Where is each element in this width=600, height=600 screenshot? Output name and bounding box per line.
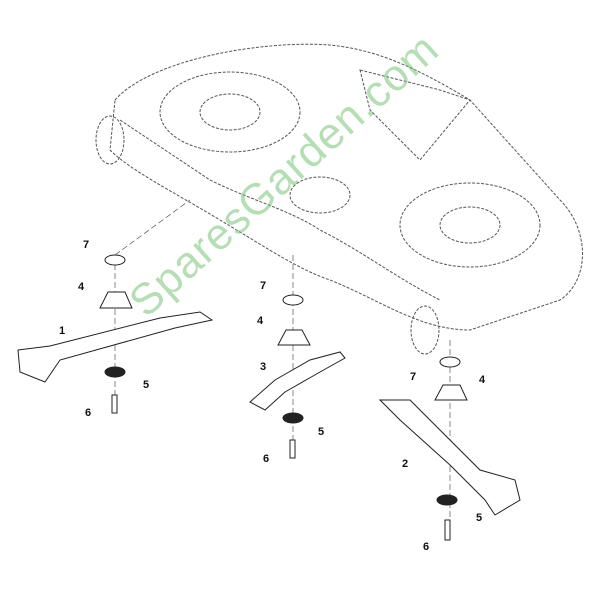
callout-right-spring-washer: 5 xyxy=(476,512,483,524)
callout-center-hub: 4 xyxy=(257,315,264,327)
bolt-icon xyxy=(444,519,451,541)
callout-left-blade: 1 xyxy=(59,325,66,337)
callout-center-spring-washer: 5 xyxy=(318,426,325,438)
washer-icon xyxy=(439,356,461,368)
bolt-icon xyxy=(289,439,296,459)
hub-icon xyxy=(434,384,468,401)
callout-center-bolt: 6 xyxy=(263,453,270,465)
callout-center-washer: 7 xyxy=(260,280,267,292)
hub-icon xyxy=(99,291,133,309)
callout-right-washer: 7 xyxy=(410,371,417,383)
bolt-icon xyxy=(111,394,118,414)
callout-left-bolt: 6 xyxy=(85,407,92,419)
hardware xyxy=(99,254,468,541)
callout-right-hub: 4 xyxy=(479,374,486,386)
callout-right-blade: 2 xyxy=(402,458,409,470)
mower-deck xyxy=(95,43,583,355)
blade-3 xyxy=(249,351,346,411)
washer-icon xyxy=(104,254,126,266)
callout-left-spring-washer: 5 xyxy=(143,379,150,391)
callout-right-bolt: 6 xyxy=(423,541,430,553)
spring-washer-icon xyxy=(282,412,304,424)
blade-1 xyxy=(17,311,214,383)
callout-left-washer: 7 xyxy=(83,239,90,251)
callout-center-blade: 3 xyxy=(260,361,267,373)
blade-2 xyxy=(378,399,521,516)
washer-icon xyxy=(282,294,304,306)
spring-washer-icon xyxy=(104,366,126,378)
callout-left-hub: 4 xyxy=(78,281,85,293)
hub-icon xyxy=(277,329,311,346)
spring-washer-icon xyxy=(436,494,458,506)
